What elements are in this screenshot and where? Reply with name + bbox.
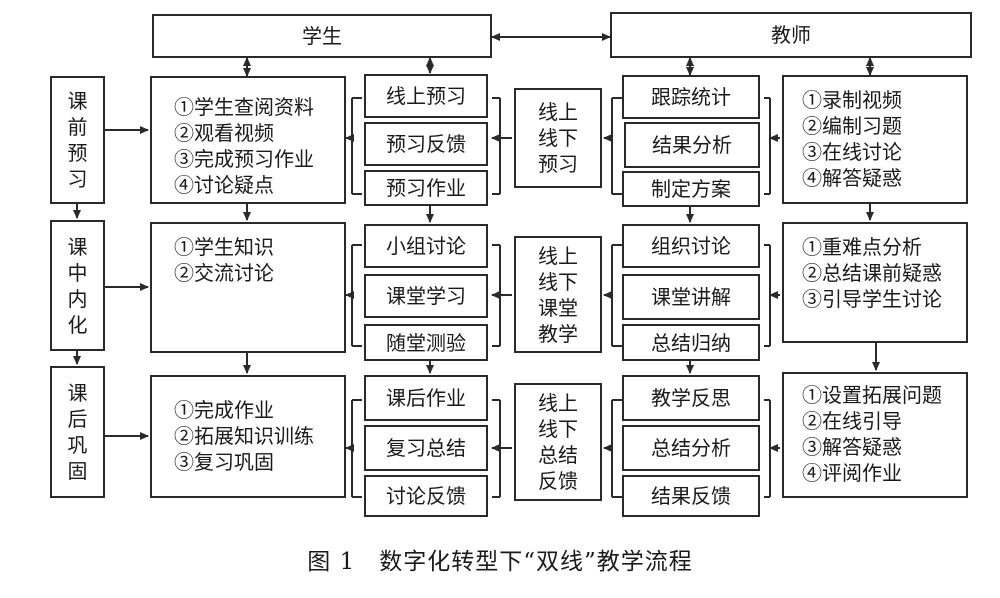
student-activity: 课后作业 bbox=[364, 375, 488, 421]
teacher-activity: 结果反馈 bbox=[622, 475, 760, 517]
student-activity: 小组讨论 bbox=[364, 224, 488, 268]
student-activity: 讨论反馈 bbox=[364, 475, 488, 517]
teacher-activity: 结果分析 bbox=[624, 122, 760, 168]
student-activity: 预习作业 bbox=[364, 170, 488, 206]
student-header: 学生 bbox=[152, 14, 492, 58]
teacher-activity: 总结分析 bbox=[622, 425, 760, 471]
student-activity: 线上预习 bbox=[364, 74, 488, 118]
center-online-offline-pre: 线上线下预习 bbox=[514, 88, 602, 188]
figure-caption: 图 1 数字化转型下“双线”教学流程 bbox=[307, 549, 693, 575]
teacher-activity: 课堂讲解 bbox=[622, 274, 760, 320]
phase-pre-study: 课前预习 bbox=[50, 76, 105, 204]
student-activity: 课堂学习 bbox=[364, 274, 488, 318]
phase-after-class: 课后巩固 bbox=[50, 366, 105, 498]
teacher-activity: 制定方案 bbox=[622, 171, 760, 207]
phase-in-class: 课中内化 bbox=[50, 220, 105, 351]
teacher-header: 教师 bbox=[610, 12, 972, 58]
teacher-activity: 组织讨论 bbox=[622, 224, 760, 268]
center-online-offline-class: 线上线下课堂教学 bbox=[514, 236, 602, 353]
student-activity: 预习反馈 bbox=[364, 122, 488, 166]
student-activity: 随堂测验 bbox=[364, 324, 488, 361]
teacher-activity: 跟踪统计 bbox=[622, 75, 760, 119]
teacher-activity: 总结归纳 bbox=[622, 324, 760, 361]
student-activity: 复习总结 bbox=[364, 425, 488, 471]
center-online-offline-review: 线上线下总结反馈 bbox=[514, 383, 602, 501]
teacher-activity: 教学反思 bbox=[622, 375, 760, 421]
